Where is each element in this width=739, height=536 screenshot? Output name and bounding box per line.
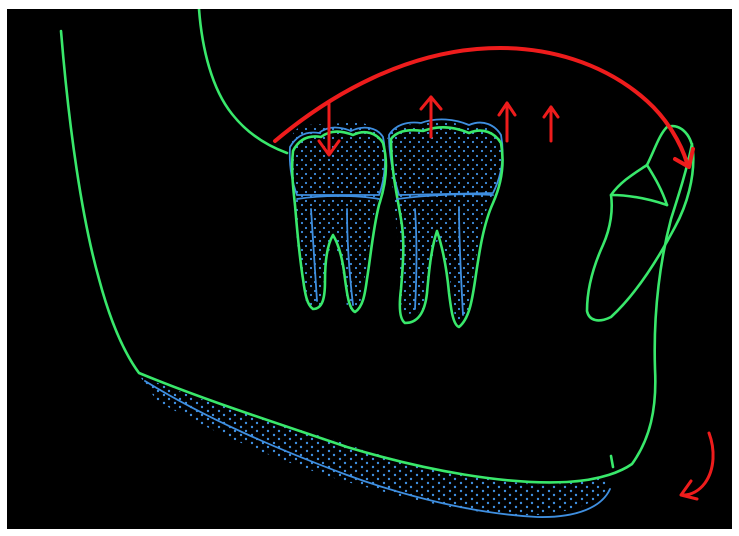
extrusion-arrow-3 — [544, 107, 558, 141]
erupting-molar-outline — [587, 126, 693, 320]
molar-2 — [387, 119, 503, 327]
erupting-molar-cej — [611, 195, 667, 205]
chin-rotation-arrow — [681, 433, 713, 499]
anterior-ramus-contour — [199, 9, 287, 153]
chin-mark — [611, 456, 613, 467]
diagram-panel — [7, 9, 732, 529]
cortical-bone-dots — [139, 375, 610, 517]
molar-1 — [290, 123, 386, 313]
erupting-molar — [587, 126, 693, 320]
mandible-diagram — [7, 9, 732, 529]
